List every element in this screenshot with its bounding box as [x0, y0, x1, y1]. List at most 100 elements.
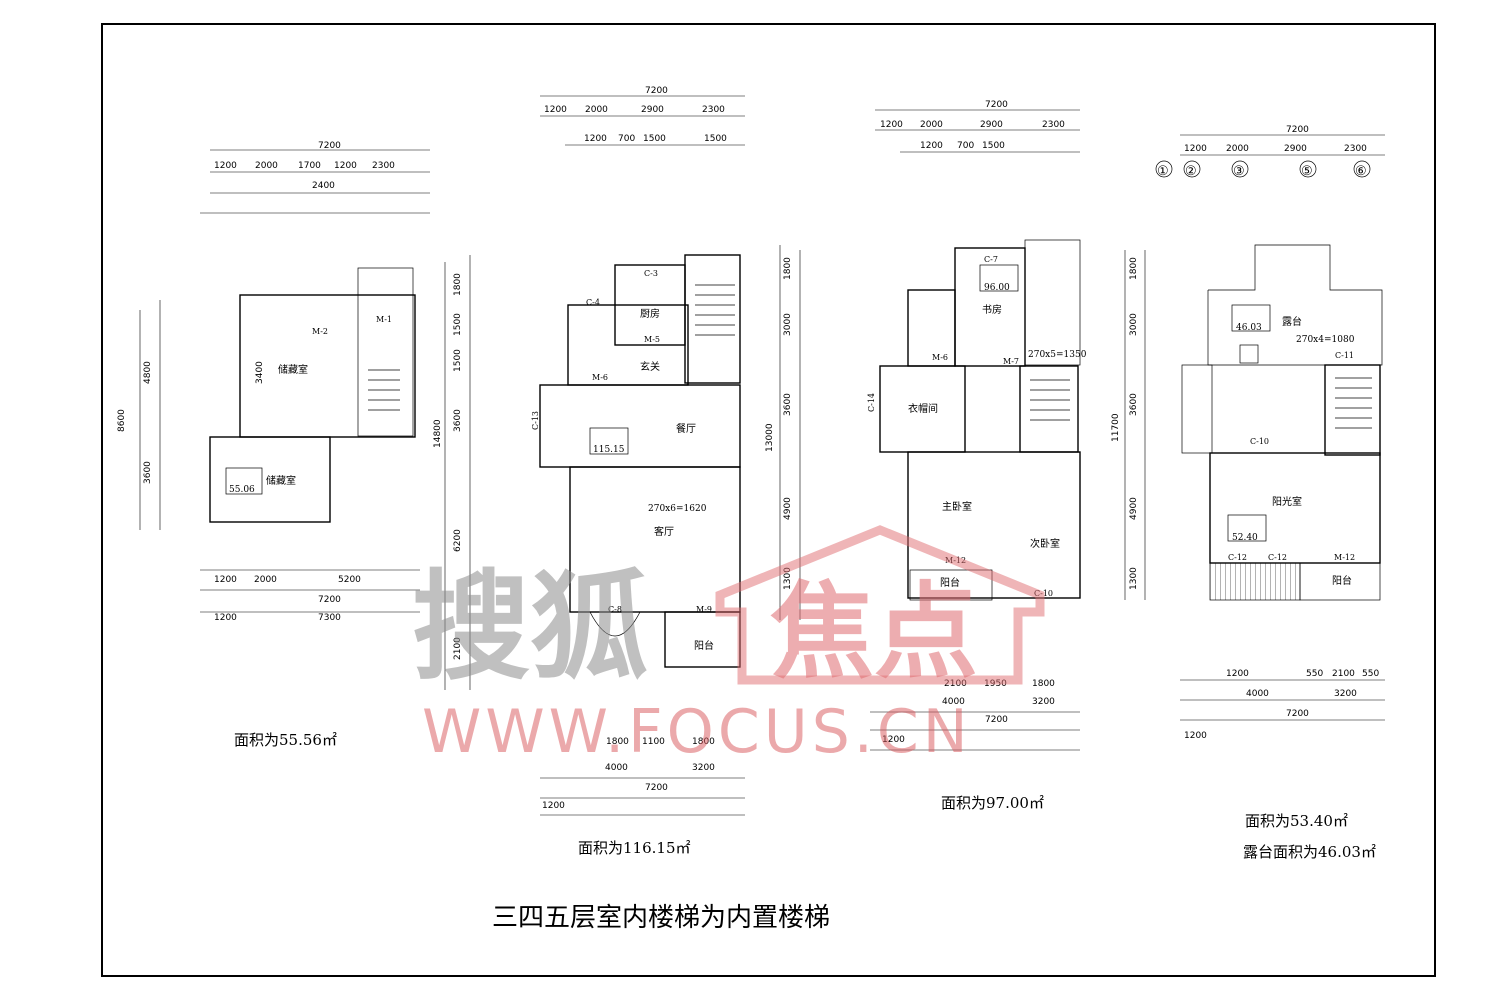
- dim-label: 2000: [255, 161, 278, 171]
- dim-label: 7200: [318, 595, 341, 605]
- axis-bubble: [1353, 160, 1371, 178]
- dim-label: 700: [618, 134, 635, 144]
- dim-label: 11700: [1111, 413, 1121, 442]
- axis-bubbles: [1155, 160, 1371, 178]
- third-stair-block: [1324, 364, 1381, 456]
- door-tag: M-7: [1003, 357, 1019, 366]
- dim-label: 1200: [920, 141, 943, 151]
- watermark-url: WWW.FOCUS.CN: [422, 697, 972, 767]
- dim-label: 1800: [783, 257, 793, 280]
- room-balcony: 阳台: [694, 639, 714, 652]
- axis-label: ⑥: [1355, 164, 1367, 179]
- room-balcony: 阳台: [940, 576, 960, 589]
- dim-lines-third: 7200 1200 2000 2900 2300 1200 550 2100 5…: [1111, 125, 1385, 741]
- room-study: 书房: [982, 303, 1002, 316]
- dim-label: 2400: [312, 181, 335, 191]
- basement-outline-bottom: [209, 436, 331, 523]
- level-value: 96.00: [984, 283, 1010, 293]
- dim-label: 7200: [645, 783, 668, 793]
- room-living: 客厅: [654, 525, 674, 538]
- dim-label: 1200: [542, 801, 565, 811]
- level-value: 52.40: [1232, 533, 1258, 543]
- dim-label: 8600: [117, 409, 127, 432]
- room-kitchen: 厨房: [640, 307, 660, 320]
- dim-label: 3600: [453, 409, 463, 432]
- dim-label: 1200: [1184, 731, 1207, 741]
- room-balcony: 阳台: [1332, 574, 1352, 587]
- dim-label: 2900: [1284, 144, 1307, 154]
- first-stair-treads: [695, 284, 735, 336]
- plan-second-floor: 7200 1200 2000 2900 2300 1200 700 1500 2…: [765, 100, 1087, 812]
- dim-label: 2000: [920, 120, 943, 130]
- dim-label: 4000: [605, 763, 628, 773]
- stair-symbol: [368, 369, 400, 411]
- dim-label: 7200: [645, 86, 668, 96]
- terrace-skylight: [1239, 344, 1259, 364]
- axis-bubble: [1299, 160, 1317, 178]
- first-dining-block: [539, 384, 741, 468]
- dim-label: 1500: [453, 313, 463, 336]
- dim-label: 2000: [254, 575, 277, 585]
- window-tag: C-10: [1250, 437, 1269, 446]
- dim-label: 2900: [980, 120, 1003, 130]
- plan-first-floor: 7200 1200 2000 2900 2300 1200 700 1500 1…: [433, 86, 745, 857]
- dim-label: 1800: [692, 737, 715, 747]
- dim-label: 1200: [214, 575, 237, 585]
- door-tag: M-6: [592, 373, 608, 382]
- dim-label: 1200: [1226, 669, 1249, 679]
- dim-label: 7200: [1286, 125, 1309, 135]
- second-void: [1024, 239, 1081, 366]
- dim-label: 1500: [982, 141, 1005, 151]
- third-sunroom-block: [1209, 452, 1381, 564]
- second-balcony: [909, 569, 993, 601]
- dim-label: 1500: [453, 349, 463, 372]
- door-tag: M-2: [312, 327, 328, 336]
- plan-third-floor: ① ② ③ ⑤ ⑥ 7200 1200 2000 2900 2300 1200 …: [1111, 125, 1385, 861]
- room-storage-2: 储藏室: [266, 474, 296, 487]
- dim-label: 3400: [255, 361, 265, 384]
- dim-label: 550: [1306, 669, 1323, 679]
- level-marker: [979, 264, 1019, 292]
- area-second-floor: 面积为97.00㎡: [941, 794, 1044, 812]
- plan-basement: 7200 1200 2000 1700 1200 2300 2400 1200 …: [117, 141, 430, 749]
- dim-label: 700: [957, 141, 974, 151]
- dim-label: 14800: [433, 419, 443, 448]
- dim-label: 1700: [298, 161, 321, 171]
- axis-label: ②: [1185, 164, 1197, 179]
- dim-label: 7200: [1286, 709, 1309, 719]
- dim-label: 1100: [642, 737, 665, 747]
- level-value: 46.03: [1236, 323, 1262, 333]
- room-sunroom: 阳光室: [1272, 495, 1302, 508]
- dim-label: 2300: [702, 105, 725, 115]
- room-master-bedroom: 主卧室: [942, 500, 972, 513]
- watermark-text-right: 焦点: [770, 571, 978, 693]
- window-tag: C-3: [644, 269, 658, 278]
- dim-lines-first: 7200 1200 2000 2900 2300 1200 700 1500 1…: [433, 86, 745, 816]
- door-tag: M-9: [696, 605, 712, 614]
- watermark-house-logo: [715, 525, 1045, 685]
- window-tag: C-13: [531, 411, 540, 430]
- dim-label: 4900: [1129, 497, 1139, 520]
- door-tag: M-1: [376, 315, 392, 324]
- third-balcony-hatch: [1209, 562, 1301, 601]
- level-value: 115.15: [593, 445, 625, 455]
- second-bedroom-block: [907, 451, 1081, 599]
- first-balcony: [664, 611, 741, 668]
- sheet-title: 三四五层室内楼梯为内置楼梯: [492, 903, 830, 933]
- room-wardrobe: 衣帽间: [908, 402, 938, 415]
- dim-label: 1500: [643, 134, 666, 144]
- dim-label: 1800: [453, 273, 463, 296]
- dim-label: 3000: [783, 313, 793, 336]
- dim-label: 1200: [1184, 144, 1207, 154]
- axis-bubble: [1155, 160, 1173, 178]
- room-foyer: 玄关: [640, 360, 660, 373]
- dim-lines-second: 7200 1200 2000 2900 2300 1200 700 1500 2…: [765, 100, 1080, 751]
- dim-top-total: 7200: [318, 141, 341, 151]
- dim-label: 3600: [783, 393, 793, 416]
- dim-lines-basement: 7200 1200 2000 1700 1200 2300 2400 1200 …: [117, 141, 430, 623]
- dim-label: 7200: [985, 715, 1008, 725]
- first-living-block: [569, 466, 741, 613]
- dim-label: 1800: [1032, 679, 1055, 689]
- dim-label: 1300: [783, 567, 793, 590]
- dim-label: 2100: [453, 637, 463, 660]
